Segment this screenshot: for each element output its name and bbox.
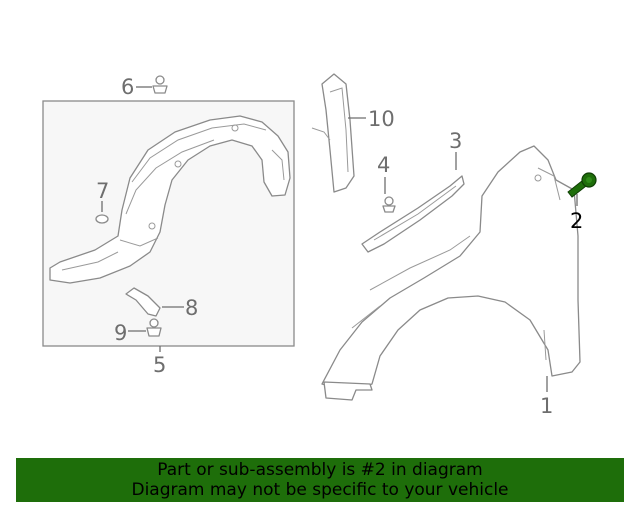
bolt-2-highlighted [567,172,597,198]
callout-3: 3 [449,129,462,153]
callout-4: 4 [377,153,390,177]
fender-liner [49,115,291,284]
washer-7 [95,214,109,224]
bracket [125,287,161,317]
callout-9: 9 [114,321,127,345]
banner-line-2: Diagram may not be specific to your vehi… [131,480,509,500]
banner-line-1: Part or sub-assembly is #2 in diagram [157,460,483,480]
leader-lines [101,86,578,392]
upper-bracket [311,73,355,193]
fender [321,145,581,401]
parts-diagram: 6 7 8 9 5 10 4 3 2 1 [42,73,597,418]
clip-6 [152,75,168,94]
callout-6: 6 [121,75,134,99]
clip-4 [382,196,396,213]
seal-strip [361,175,465,253]
notice-banner: Part or sub-assembly is #2 in diagram Di… [16,458,624,502]
callout-7: 7 [96,179,109,203]
callout-5: 5 [153,353,166,377]
callout-10: 10 [368,107,395,131]
callout-2: 2 [570,209,583,233]
clip-9 [146,318,162,337]
callout-1: 1 [540,394,553,418]
callout-8: 8 [185,296,198,320]
